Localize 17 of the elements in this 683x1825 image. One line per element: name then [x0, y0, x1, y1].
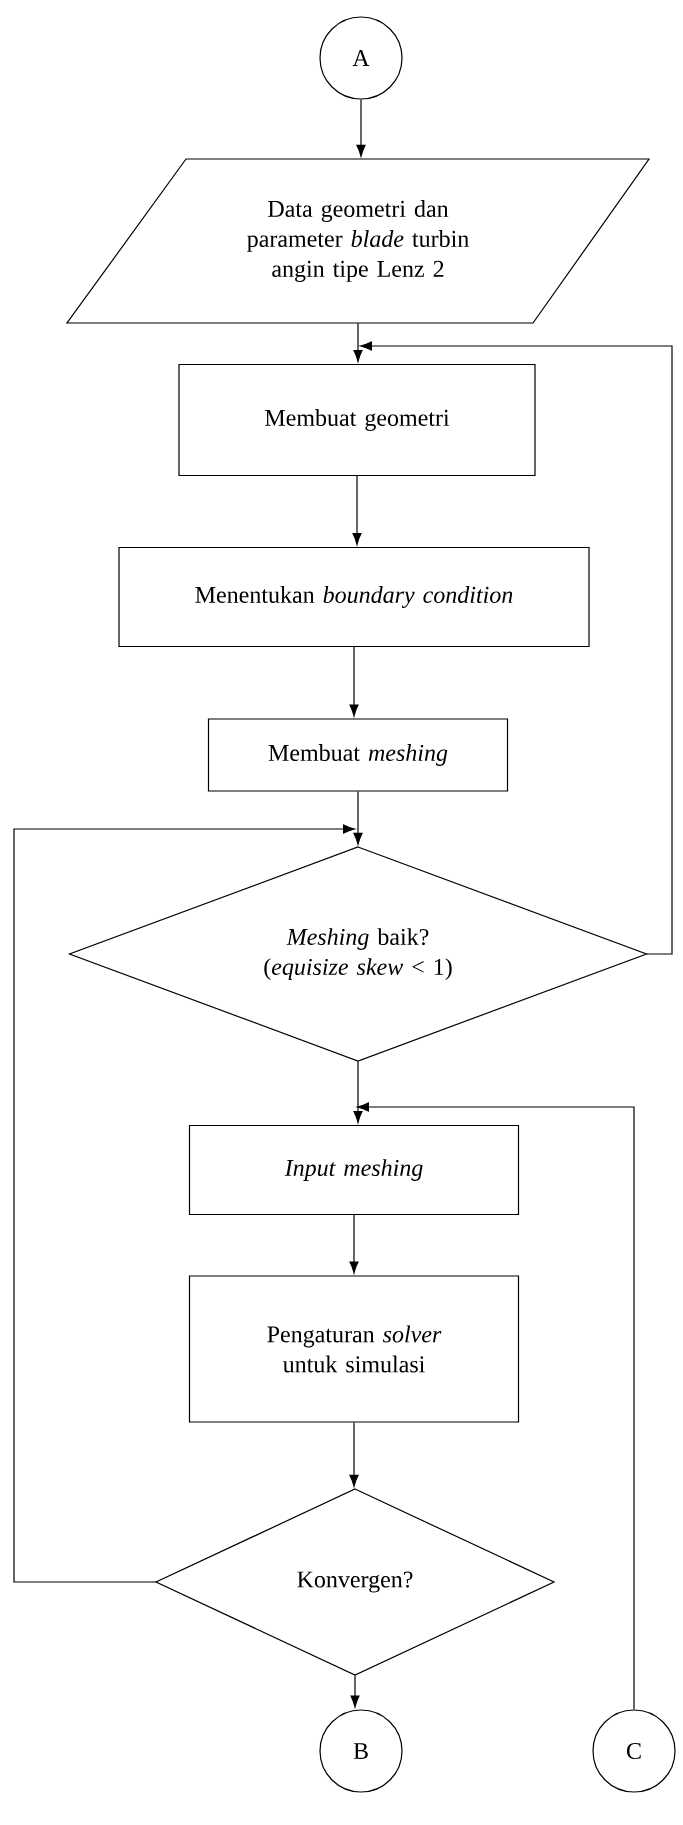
- arrow: [360, 341, 673, 955]
- process-box: Membuat meshing: [207, 718, 509, 792]
- process-box: Menentukan boundary condition: [118, 546, 590, 648]
- arrow: [350, 1674, 360, 1708]
- process-box: Membuat geometri: [178, 363, 536, 477]
- arrow: [349, 646, 359, 717]
- arrow: [357, 1102, 635, 1710]
- process-box: Pengaturan solver untuk simulasi: [188, 1275, 520, 1423]
- process-box: Input meshing: [188, 1124, 520, 1216]
- arrow: [352, 475, 362, 545]
- arrow: [349, 1214, 359, 1274]
- arrow: [13, 824, 355, 1583]
- arrow: [356, 99, 366, 157]
- arrow: [353, 791, 363, 845]
- arrow: [353, 322, 363, 362]
- arrow: [349, 1422, 359, 1487]
- arrow: [353, 1060, 363, 1123]
